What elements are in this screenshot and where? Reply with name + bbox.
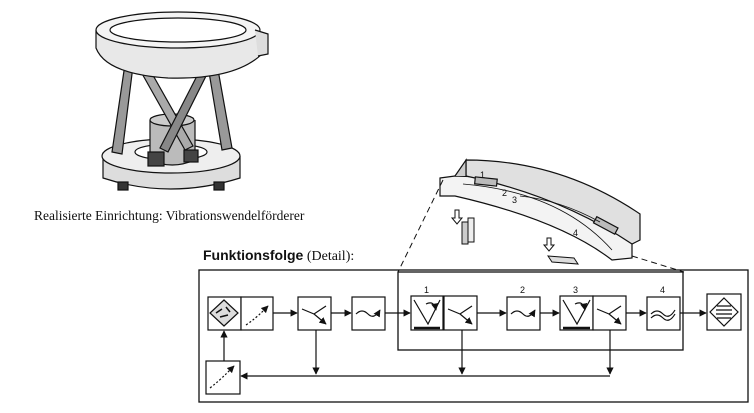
block-number-4: 4 — [660, 285, 665, 295]
block-transport-2 — [506, 296, 541, 331]
block-number-2: 2 — [520, 285, 525, 295]
track-segment-illustration — [439, 158, 641, 261]
function-sequence-title: Funktionsfolge (Detail): — [203, 247, 354, 265]
block-check-3 — [559, 295, 594, 331]
rejected-part-left — [450, 209, 475, 245]
track-marker-3: 3 — [512, 195, 517, 205]
function-sequence-suffix: (Detail): — [306, 249, 355, 264]
block-number-3: 3 — [573, 285, 578, 295]
block-transport-4 — [646, 296, 681, 331]
figure-caption: Realisierte Einrichtung: Vibrationswende… — [34, 208, 305, 223]
function-blocks — [205, 293, 742, 395]
track-marker-1: 1 — [480, 170, 485, 180]
block-sort-out — [240, 296, 274, 331]
block-number-1: 1 — [424, 285, 429, 295]
zoom-indicator-lines — [397, 179, 685, 273]
rejected-part-right — [542, 237, 579, 265]
function-sequence-frame — [198, 269, 749, 403]
vibratory-bowl-feeder-illustration — [95, 11, 269, 191]
track-marker-2: 2 — [502, 188, 507, 198]
track-marker-4: 4 — [573, 228, 578, 238]
block-check-1 — [410, 295, 444, 331]
function-sequence-label: Funktionsfolge — [203, 247, 304, 263]
flow-arrows — [220, 309, 707, 380]
detail-zoom-frame — [397, 271, 684, 351]
